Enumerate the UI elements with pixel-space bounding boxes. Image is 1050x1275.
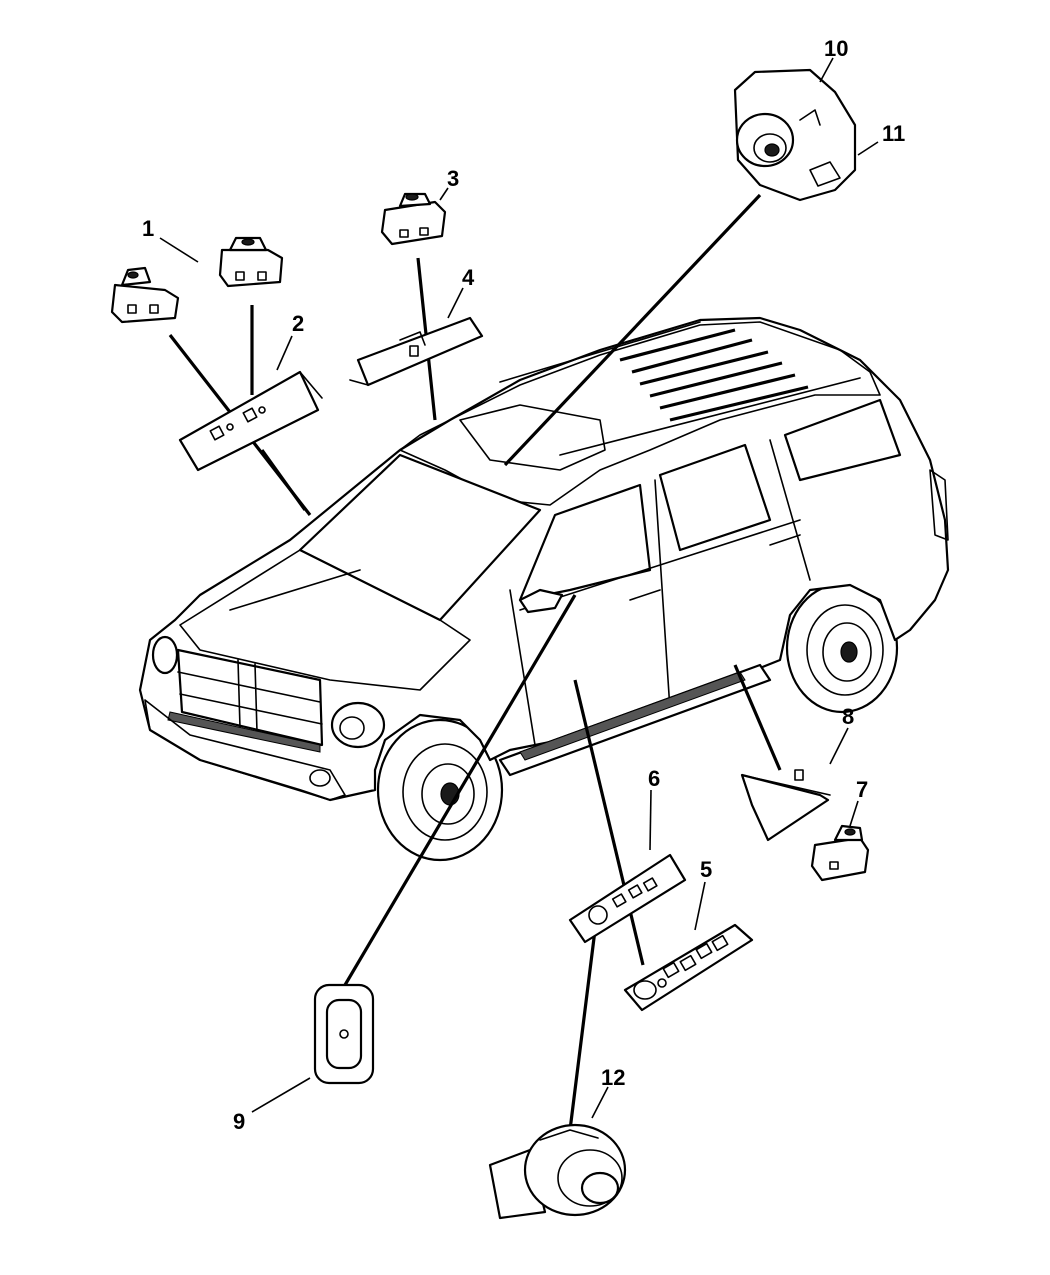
side-mirror (518, 588, 564, 614)
front-door-window (518, 483, 652, 602)
front-grille (167, 648, 324, 753)
callout-11: 11 (882, 121, 905, 146)
part-3-switch (380, 192, 447, 246)
callout-1: 1 (142, 216, 154, 241)
part-10-module (733, 68, 857, 202)
part-5-master-window-switch (623, 923, 754, 1012)
part-12-module (488, 1123, 627, 1220)
callout-9: 9 (233, 1109, 245, 1134)
part-1-switch-right (218, 236, 284, 288)
front-wheel (376, 718, 504, 862)
headlights (151, 635, 386, 749)
callout-12: 12 (601, 1065, 625, 1090)
running-board (498, 663, 772, 777)
callout-8: 8 (842, 704, 854, 729)
callout-labels: 1 2 3 4 5 6 7 8 9 10 11 12 (142, 36, 905, 1134)
rear-door-window (658, 443, 772, 552)
roof-ribs (619, 328, 809, 422)
part-7-switch (810, 824, 870, 882)
callout-7: 7 (856, 777, 868, 802)
quarter-window (783, 398, 902, 482)
callout-6: 6 (648, 766, 660, 791)
part-4-switch-bezel (349, 316, 484, 387)
callout-2: 2 (292, 311, 304, 336)
callout-10: 10 (824, 36, 848, 61)
vehicle-illustration (138, 316, 950, 862)
part-8-switch-bezel (740, 769, 831, 842)
callout-4: 4 (462, 265, 475, 290)
sunroof (459, 404, 606, 471)
rear-wheel (785, 582, 899, 714)
part-2-switch-bezel (178, 370, 323, 472)
part-9-switch (313, 983, 375, 1085)
callout-5: 5 (700, 857, 712, 882)
part-6-switch-bezel (568, 853, 687, 944)
callout-leaders (159, 57, 879, 1119)
part-1-switch-left (110, 266, 180, 324)
callout-3: 3 (447, 166, 459, 191)
